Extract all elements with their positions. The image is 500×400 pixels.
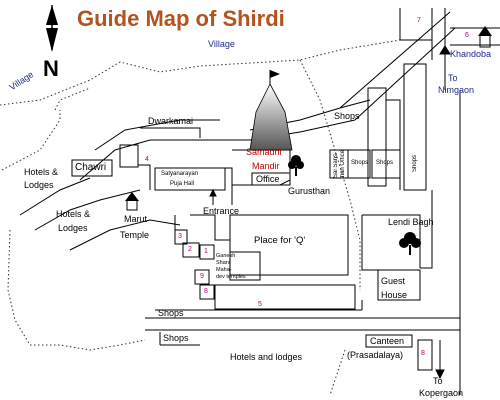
label-hotels-lodges-2a: Hotels &	[56, 209, 91, 219]
north-label: N	[43, 56, 59, 81]
label-to-nimgaon-2: Nimgaon	[438, 85, 475, 95]
label-place-for-q: Place for 'Q'	[254, 235, 306, 246]
label-mahadev: Maha-	[216, 267, 232, 273]
label-marut: Marut	[124, 214, 148, 224]
label-khandoba: Khandoba	[450, 49, 492, 59]
marker-1: 1	[204, 248, 208, 255]
label-hotels-lodges-1a: Hotels &	[24, 167, 59, 177]
marker-2: 2	[188, 246, 192, 253]
label-village-top: Village	[208, 39, 235, 49]
label-entrance: Entrance	[203, 206, 240, 216]
label-canteen: Canteen	[370, 336, 405, 346]
label-ganesh: Ganesh	[216, 253, 236, 259]
label-prasadalaya: (Prasadalaya)	[347, 350, 404, 360]
marker-5: 5	[258, 301, 262, 308]
marker-8b: 8	[421, 350, 425, 357]
label-shops-top: Shops	[334, 111, 360, 121]
label-hotels-lodges-bottom: Hotels and lodges	[230, 352, 303, 362]
label-shops-small-1: Shops	[351, 160, 369, 166]
label-house: House	[381, 290, 408, 300]
label-dwarkamai: Dwarkamai	[148, 116, 194, 126]
label-shops-mid: Shops	[158, 308, 184, 318]
label-lendi-bagh: Lendi Bagh	[388, 217, 434, 227]
map-title: Guide Map of Shirdi	[77, 6, 285, 31]
label-shani: Shani	[216, 260, 231, 266]
label-shops-small-2: Shops	[376, 160, 394, 166]
label-to-kopergaon-1: To	[433, 376, 443, 386]
north-arrow-icon	[46, 5, 58, 52]
label-shops-bottom: Shops	[163, 333, 189, 343]
label-gurusthan: Gurusthan	[288, 186, 331, 196]
label-chawri: Chawri	[75, 162, 107, 173]
label-guest: Guest	[381, 276, 406, 286]
tree-icon	[288, 155, 304, 176]
label-to-kopergaon-2: Kopergaon	[419, 388, 464, 398]
label-shops-vertical: Shops	[412, 155, 418, 173]
label-samadhi: Samadhi	[246, 147, 282, 157]
samadhi-mandir-dome-icon	[249, 70, 293, 151]
shrine-icon	[125, 192, 139, 211]
label-sai-office: than Office	[340, 150, 346, 179]
label-mandir: Mandir	[252, 161, 280, 171]
marker-9: 9	[200, 273, 204, 280]
label-sai-sansthan: Sai Sans-	[333, 152, 339, 179]
marker-6: 6	[465, 32, 469, 39]
label-temple: Temple	[120, 230, 150, 240]
label-hotels-lodges-2b: Lodges	[58, 223, 88, 233]
label-to-nimgaon-1: To	[448, 73, 458, 83]
label-office: Office	[256, 174, 280, 184]
label-hotels-lodges-1b: Lodges	[24, 180, 54, 190]
marker-8: 8	[204, 288, 208, 295]
shrine-icon	[478, 26, 492, 48]
tree-icon	[399, 232, 421, 255]
label-dev-temples: dev temples	[216, 274, 246, 280]
boundary-dotted-lines	[0, 39, 401, 396]
label-satyanarayan: Satyanarayan	[161, 171, 199, 177]
marker-7: 7	[417, 17, 421, 24]
marker-3: 3	[178, 233, 182, 240]
label-puja-hall: Puja Hall	[170, 181, 195, 187]
marker-4: 4	[145, 156, 149, 163]
